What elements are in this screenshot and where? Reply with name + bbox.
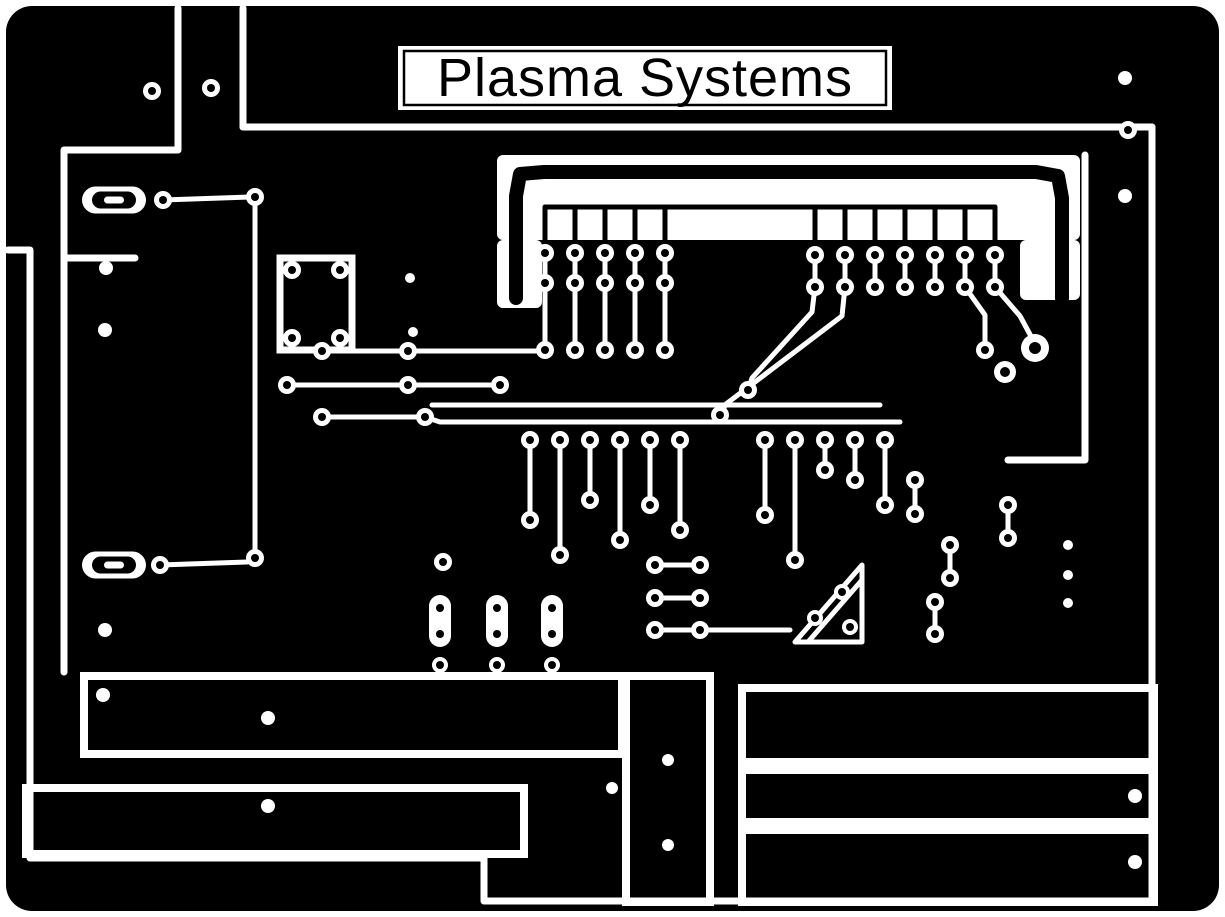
board-title: Plasma Systems — [436, 48, 854, 108]
trace-layer — [157, 194, 1036, 645]
black-trace-layer — [509, 165, 1069, 305]
pads-layer — [143, 79, 1137, 673]
title-frame — [402, 49, 888, 107]
jumper-pads — [429, 595, 563, 647]
holes-layer — [96, 71, 1142, 869]
block-outlines — [22, 254, 1158, 906]
obround-pads — [82, 186, 146, 579]
